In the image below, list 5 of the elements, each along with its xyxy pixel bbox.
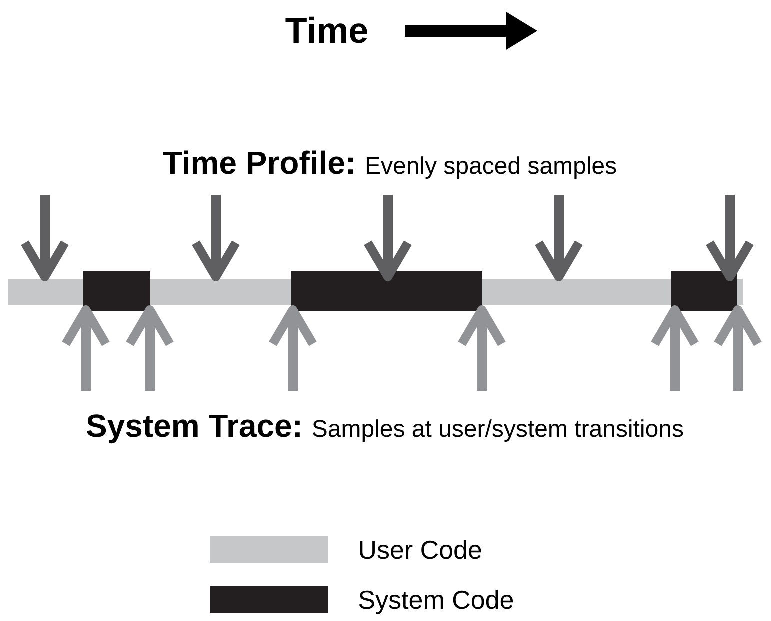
legend-label: System Code bbox=[359, 590, 514, 614]
axis-label: Time bbox=[286, 16, 368, 44]
legend-label: User Code bbox=[360, 540, 482, 560]
heading: Time Profile: Evenly spaced samples bbox=[163, 150, 616, 179]
heading: System Trace: Samples at user/system transitions bbox=[86, 414, 684, 444]
